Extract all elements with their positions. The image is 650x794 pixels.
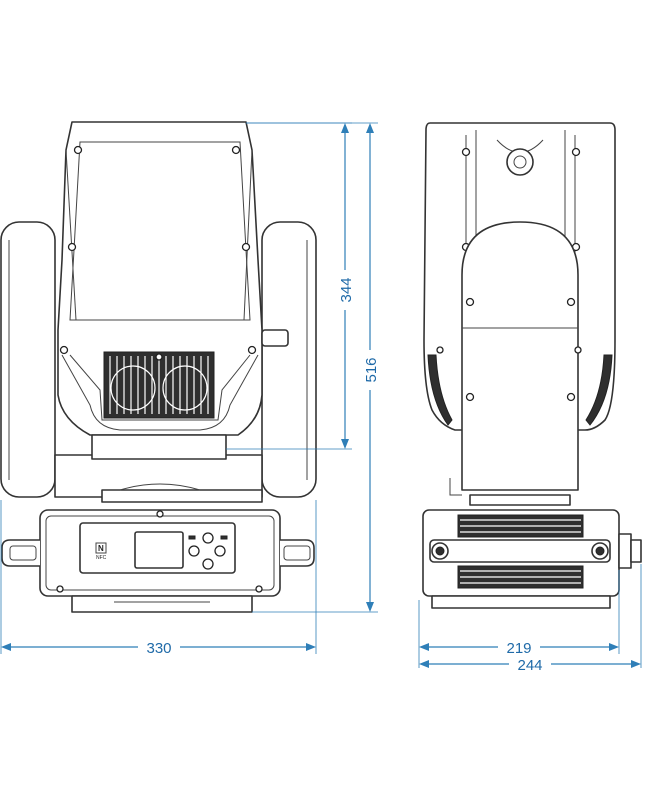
yoke-arm-right bbox=[261, 221, 317, 498]
dimension-side-base-width: 219 bbox=[506, 640, 531, 657]
fan-right bbox=[162, 365, 208, 411]
button-down bbox=[202, 558, 214, 570]
lcd-display bbox=[134, 531, 184, 569]
dimension-head-height: 344 bbox=[338, 277, 355, 302]
screw bbox=[241, 242, 251, 252]
button-up bbox=[202, 532, 214, 544]
handle-left bbox=[1, 539, 40, 567]
dimension-front-width: 330 bbox=[146, 640, 171, 657]
yoke-arm-left bbox=[0, 221, 56, 498]
fan-grille-slats bbox=[109, 356, 209, 414]
button-left bbox=[188, 545, 200, 557]
fan-left bbox=[110, 365, 156, 411]
side-yoke-arm bbox=[461, 221, 579, 491]
button-right bbox=[214, 545, 226, 557]
screw bbox=[59, 345, 69, 355]
nfc-label: NFC bbox=[96, 555, 107, 561]
dimension-side-total-width: 244 bbox=[517, 657, 542, 674]
screw bbox=[247, 345, 257, 355]
side-view bbox=[422, 122, 642, 609]
dimension-total-height: 516 bbox=[363, 357, 380, 382]
screw bbox=[73, 145, 83, 155]
nfc-badge bbox=[95, 542, 107, 554]
lifting-ring bbox=[506, 148, 534, 176]
screw bbox=[155, 353, 163, 361]
front-view: N NFC bbox=[0, 121, 317, 613]
power-connector bbox=[618, 533, 632, 569]
screw bbox=[67, 242, 77, 252]
handle-right bbox=[280, 539, 315, 567]
screw bbox=[231, 145, 241, 155]
nfc-symbol: N bbox=[98, 544, 104, 553]
